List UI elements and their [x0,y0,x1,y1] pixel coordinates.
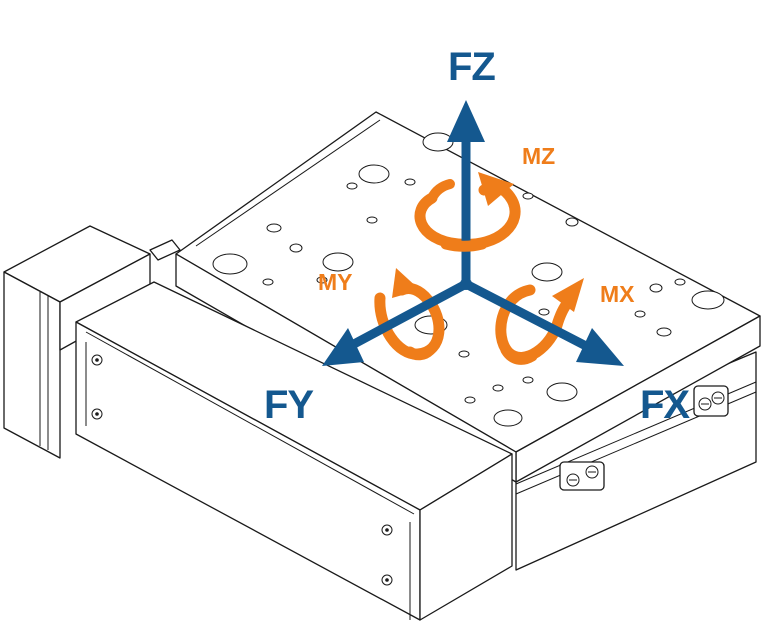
screw [91,354,103,366]
fz-arrow-icon [447,100,485,289]
screw [91,408,103,420]
fx-arrow-icon [461,279,624,366]
screw [559,461,605,491]
mx-label: MX [600,281,635,307]
mz-rotation-arrow-icon [414,172,521,250]
fz-label: FZ [448,45,495,89]
my-label: MY [318,269,353,295]
fx-label: FX [640,383,690,427]
screw [381,574,393,586]
mz-label: MZ [522,143,555,169]
force-axes [322,100,624,366]
screw [381,524,393,536]
my-rotation-arrow-icon [374,268,445,360]
screws [91,354,729,586]
carriage-block [75,281,513,621]
screw [693,385,729,417]
fy-arrow-icon [322,279,471,366]
mounting-holes [212,132,725,427]
moment-arrows-front [404,238,538,365]
fy-label: FY [264,383,314,427]
